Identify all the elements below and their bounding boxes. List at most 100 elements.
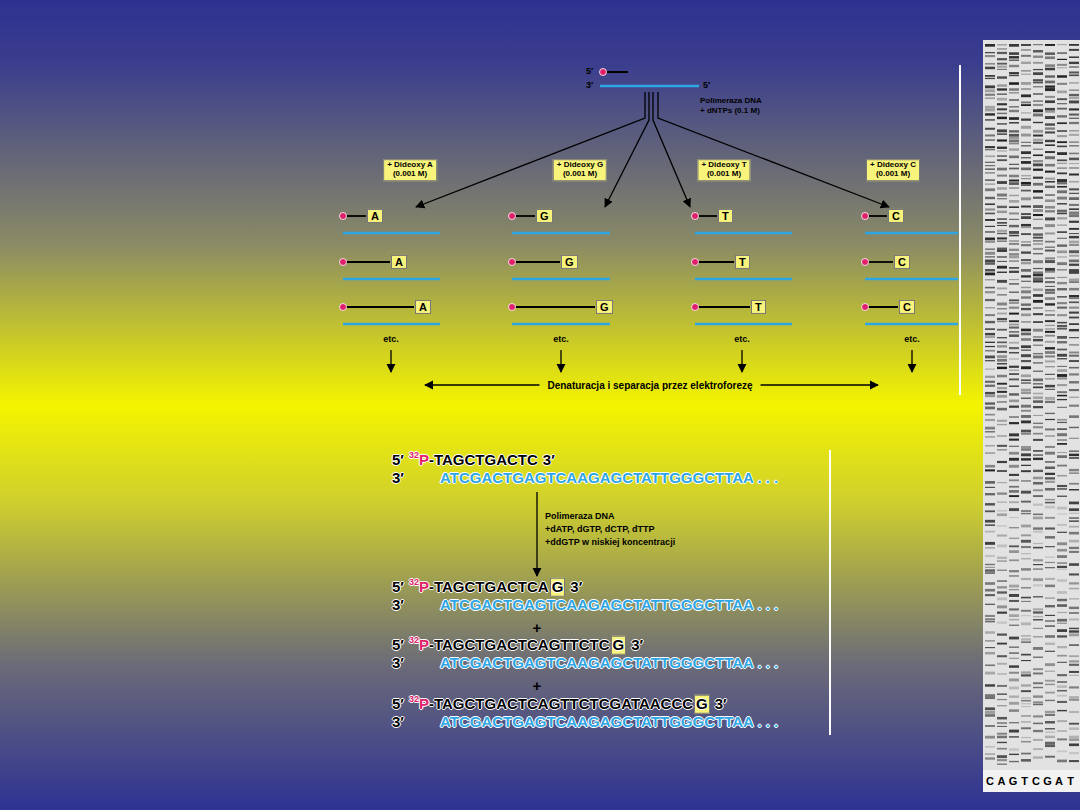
gel-band — [997, 206, 1007, 208]
gel-band — [985, 672, 995, 675]
gel-band — [1069, 56, 1079, 58]
gel-band — [1021, 333, 1031, 336]
gel-band — [1033, 517, 1043, 520]
gel-band — [997, 705, 1007, 706]
gel-band — [985, 684, 995, 686]
gel-band — [1069, 122, 1079, 124]
gel-band — [1069, 598, 1079, 599]
template-strand — [695, 232, 792, 235]
gel-band — [1069, 520, 1079, 521]
gel-band — [1021, 88, 1031, 90]
flow-arrow — [416, 92, 645, 207]
gel-band — [1033, 400, 1043, 402]
gel-band — [1057, 67, 1067, 68]
gel-band — [1033, 101, 1043, 102]
label-dot — [600, 69, 607, 76]
gel-band — [985, 273, 995, 276]
gel-band — [1021, 700, 1031, 701]
gel-band — [1033, 109, 1043, 112]
gel-band — [997, 759, 1007, 761]
node-text: G — [540, 210, 549, 222]
gel-band — [997, 560, 1007, 562]
gel-band — [1033, 163, 1043, 166]
gel-band — [997, 63, 1007, 65]
gel-band — [1033, 142, 1043, 144]
gel-band — [1045, 351, 1055, 354]
gel-band — [1069, 743, 1079, 746]
gel-band — [1009, 110, 1019, 112]
gel-band — [1033, 72, 1043, 75]
gel-band — [1045, 224, 1055, 227]
gel-band — [1021, 178, 1031, 179]
isotope-label: P — [419, 452, 429, 469]
strand-end: 3′ — [715, 696, 727, 713]
gel-band — [985, 333, 995, 335]
node-text: + Dideoxy A — [387, 161, 433, 170]
gel-band — [1009, 52, 1019, 55]
gel-band — [1069, 489, 1079, 490]
gel-band — [985, 694, 995, 697]
gel-band — [1009, 75, 1019, 76]
gel-band — [1045, 206, 1055, 209]
gel-band — [1033, 723, 1043, 725]
gel-band — [1021, 157, 1031, 158]
gel-band — [985, 149, 995, 150]
gel-band — [1069, 108, 1079, 110]
product-strands — [340, 213, 959, 325]
gel-band — [1045, 281, 1055, 283]
gel-band — [1045, 481, 1055, 483]
gel-band — [1033, 177, 1043, 179]
gel-band — [1069, 181, 1079, 183]
gel-band — [985, 238, 995, 240]
gel-band — [985, 75, 995, 77]
gel-band — [1045, 260, 1055, 263]
strand-end: 5′ — [392, 579, 404, 596]
gel-band — [1021, 759, 1031, 762]
gel-band — [1045, 292, 1055, 293]
gel-band — [1033, 277, 1043, 280]
gel-band — [1033, 307, 1043, 309]
gel-band — [1009, 156, 1019, 159]
gel-band — [1021, 345, 1031, 348]
gel-band — [985, 564, 995, 565]
gel-band — [1021, 244, 1031, 246]
gel-band — [997, 570, 1007, 571]
gel-band — [1069, 483, 1079, 485]
gel-band — [997, 88, 1007, 90]
gel-band — [1045, 413, 1055, 414]
gel-band — [1009, 137, 1019, 139]
gel-band — [985, 542, 995, 545]
gel-band — [997, 261, 1007, 262]
reagent-box: + Dideoxy T(0.001 M) — [697, 159, 750, 181]
gel-band — [1069, 66, 1079, 68]
gel-band — [1021, 546, 1031, 548]
gel-band — [1021, 374, 1031, 377]
gel-band — [1069, 163, 1079, 164]
gel-band — [1033, 356, 1043, 359]
gel-band — [985, 567, 995, 568]
node-text: T — [755, 301, 762, 313]
gel-band — [1021, 610, 1031, 612]
gel-band — [1009, 559, 1019, 561]
gel-band — [1045, 210, 1055, 212]
gel-band — [1009, 378, 1019, 380]
gel-band — [1033, 578, 1043, 581]
gel-band — [997, 256, 1007, 257]
gel-band — [997, 501, 1007, 502]
gel-band — [985, 487, 995, 488]
gel-band — [1033, 701, 1043, 703]
gel-band — [997, 233, 1007, 234]
gel-band — [1033, 673, 1043, 675]
gel-band — [1045, 651, 1055, 652]
gel-band — [1033, 543, 1043, 544]
gel-band — [1021, 446, 1031, 449]
gel-band — [1057, 738, 1067, 740]
strand-end: 5′ — [392, 696, 404, 713]
gel-band — [1069, 264, 1079, 266]
gel-band — [985, 746, 995, 747]
gel-band — [1045, 536, 1055, 538]
gel-band — [1069, 134, 1079, 136]
gel-band — [1021, 397, 1031, 399]
gel-band — [1069, 727, 1079, 730]
gel-band — [1009, 687, 1019, 690]
